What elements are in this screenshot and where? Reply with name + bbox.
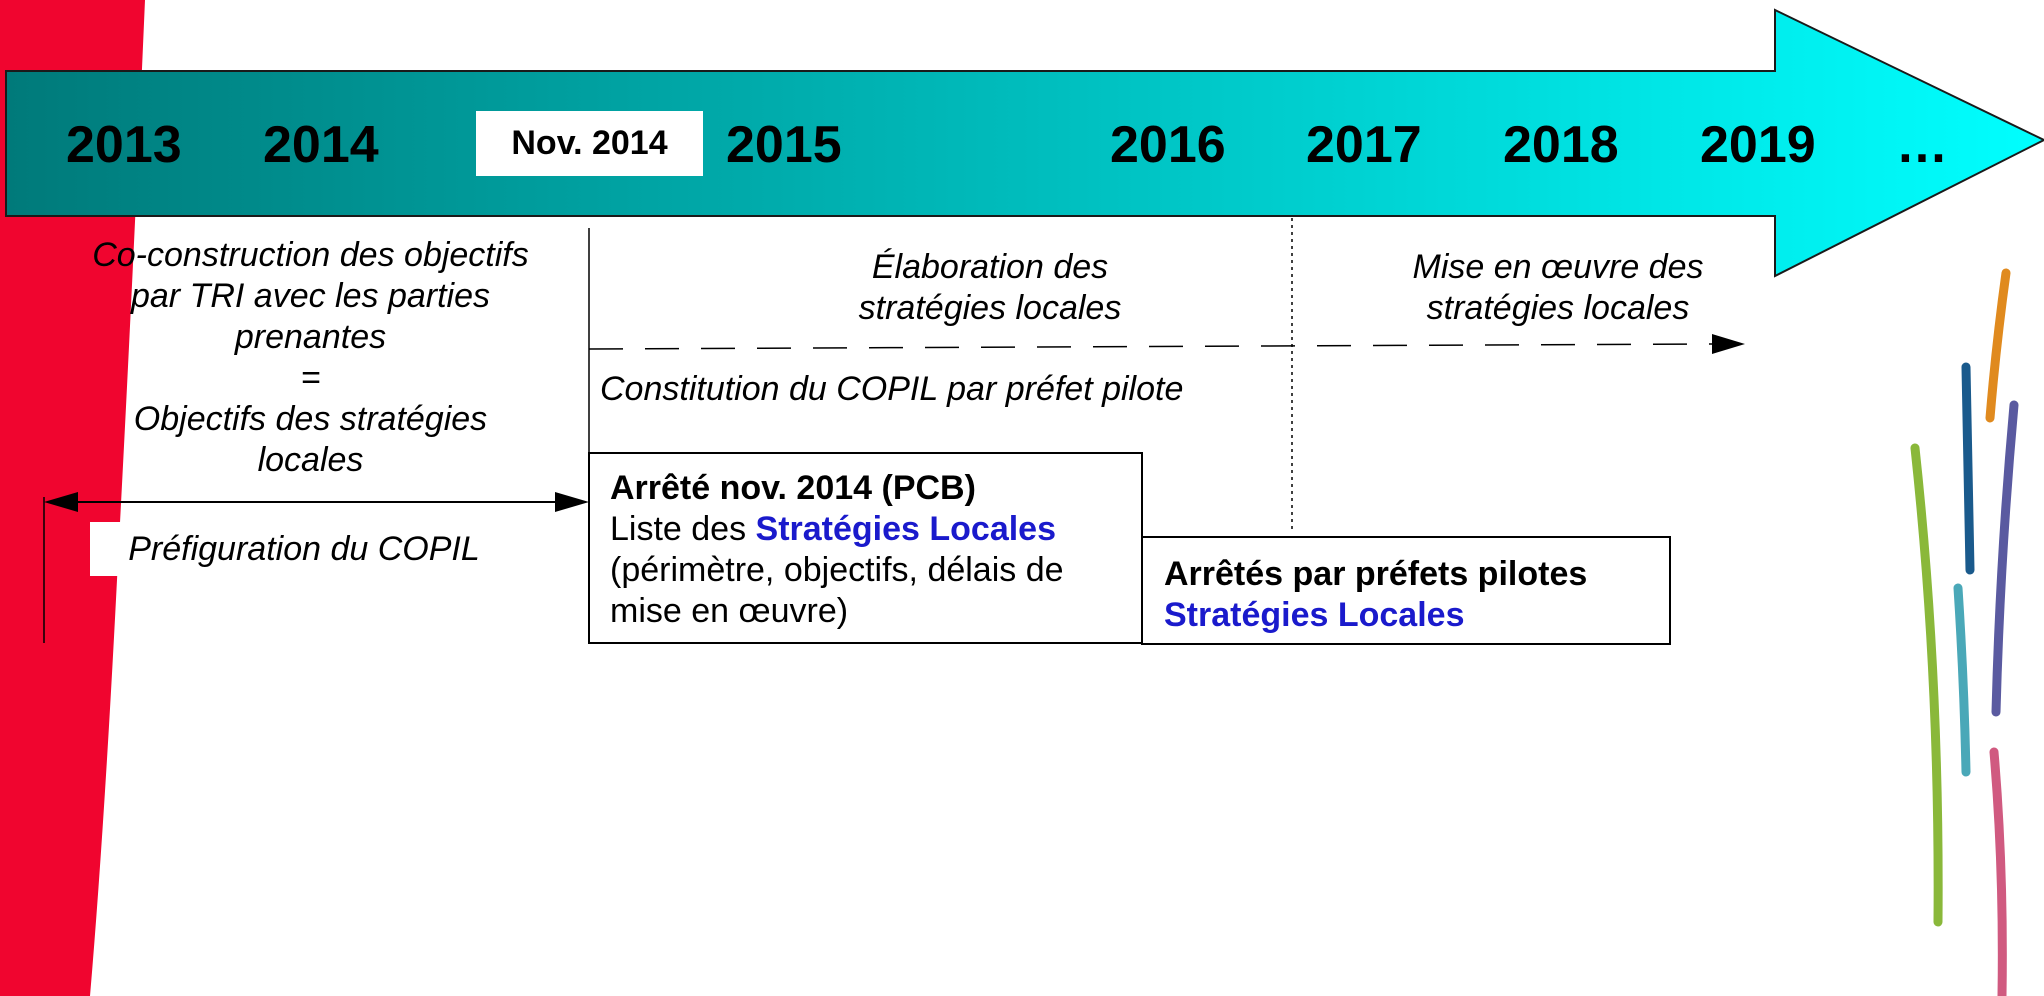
arrete-pcb-title: Arrêté nov. 2014 (PCB) — [610, 469, 976, 507]
year-ellipsis: … — [1896, 116, 1948, 174]
decorative-line-purple — [1991, 400, 2019, 717]
decorative-line-orange — [1985, 268, 2011, 423]
co-construction-line: locales — [257, 441, 364, 479]
year-2019: 2019 — [1700, 116, 1816, 174]
co-construction-line: Objectifs des stratégies — [133, 400, 488, 438]
timeline-arrow — [5, 8, 2044, 278]
nov2014-marker: Nov. 2014 — [476, 111, 703, 176]
year-2017: 2017 — [1306, 116, 1422, 174]
constitution-copil-text: Constitution du COPIL par préfet pilote — [600, 370, 1184, 408]
prefiguration-text: Préfiguration du COPIL — [128, 530, 480, 568]
arrete-pcb-list: Liste des Stratégies Locales — [610, 509, 1141, 550]
prefiguration-label: Préfiguration du COPIL — [90, 522, 518, 576]
year-2014: 2014 — [263, 116, 379, 174]
arretes-prefets-highlight: Stratégies Locales — [1164, 596, 1465, 634]
elaboration-line: Élaboration des — [871, 248, 1109, 286]
year-2016: 2016 — [1110, 116, 1226, 174]
arrete-pcb-list-highlight: Stratégies Locales — [755, 510, 1057, 548]
elaboration-text: Élaboration des stratégies locales — [790, 247, 1190, 329]
decorative-line-pink — [1989, 747, 2007, 996]
mise-en-oeuvre-line: stratégies locales — [1426, 289, 1690, 327]
mise-en-oeuvre-line: Mise en œuvre des — [1412, 248, 1704, 286]
co-construction-line: = — [300, 359, 321, 397]
mise-en-oeuvre-text: Mise en œuvre des stratégies locales — [1358, 247, 1758, 329]
dashed-arrow-head — [1712, 334, 1745, 354]
year-2013: 2013 — [66, 116, 182, 174]
year-2015: 2015 — [726, 116, 842, 174]
co-construction-line: Co-construction des objectifs — [92, 236, 529, 274]
arrete-pcb-details-line: mise en œuvre) — [610, 592, 849, 630]
co-construction-text: Co-construction des objectifs par TRI av… — [48, 235, 573, 481]
nov2014-marker-label: Nov. 2014 — [511, 124, 668, 162]
co-construction-line: prenantes — [234, 318, 387, 356]
decorative-line-green — [1910, 443, 1943, 927]
dashed-process-arrow — [588, 343, 1713, 350]
arrete-pcb-box: Arrêté nov. 2014 (PCB) Liste des Stratég… — [588, 452, 1143, 644]
year-2018: 2018 — [1503, 116, 1619, 174]
arrete-pcb-details-line: (périmètre, objectifs, délais de — [610, 551, 1064, 589]
decorative-line-teal — [1953, 583, 1971, 777]
co-construction-line: par TRI avec les parties — [130, 277, 491, 315]
arretes-prefets-title: Arrêtés par préfets pilotes — [1164, 555, 1588, 593]
arretes-prefets-box: Arrêtés par préfets pilotes Stratégies L… — [1141, 536, 1671, 645]
decorative-line-navy — [1961, 362, 1975, 575]
double-arrow-right-head — [555, 492, 589, 512]
arrete-pcb-list-prefix: Liste des — [610, 510, 756, 548]
double-arrow-left-head — [44, 492, 78, 512]
elaboration-line: stratégies locales — [858, 289, 1122, 327]
